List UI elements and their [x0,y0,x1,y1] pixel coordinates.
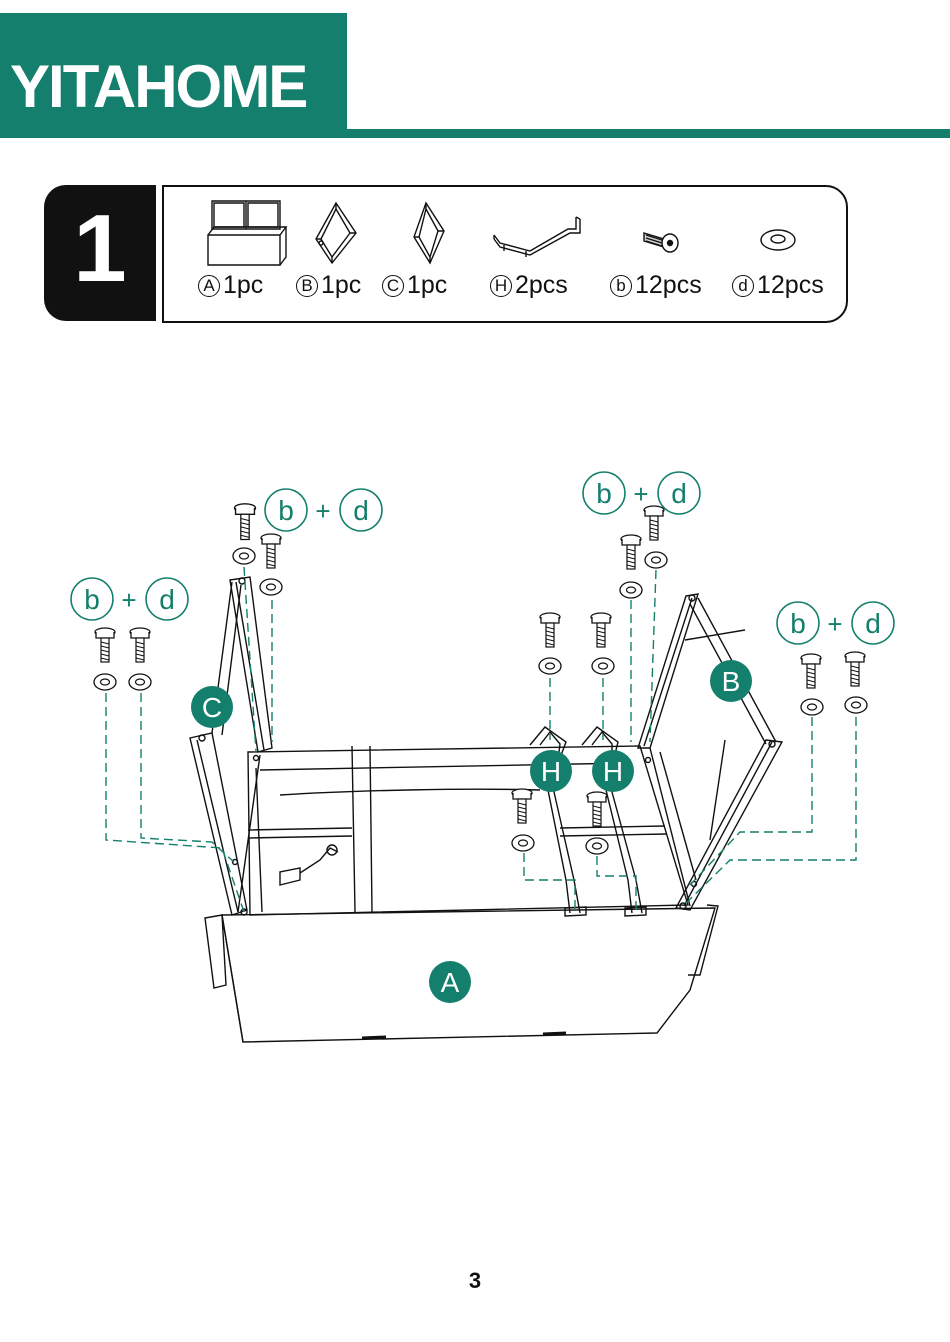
part-bolt-qty: 12pcs [635,271,702,299]
part-bolt-label: b 12pcs [610,273,702,298]
callout-washer-letter: d [159,584,175,615]
parts-list: A 1pc B 1pc C 1pc [162,185,848,323]
badge-h-2: H [603,756,623,787]
callout-bolt-letter: b [278,495,294,526]
header-rule [347,129,950,138]
callout-b-plus-d-1: b + d [264,488,383,532]
badge-c: C [202,692,222,723]
part-bolt-letter: b [610,274,632,297]
part-a-label: A 1pc [198,273,263,298]
part-bolt [638,199,686,269]
washer-icon [760,229,796,251]
side-frame-c-icon [413,201,445,265]
part-b-qty: 1pc [321,271,362,299]
side-frame-b-drawing [637,593,784,911]
step-badge: 1 [44,185,156,321]
part-badges: C B H H A [191,660,752,1003]
part-b [312,199,362,269]
callout-b-plus-d-4: b + d [776,601,895,645]
part-b-label: B 1pc [296,273,361,298]
callout-bolt-letter: b [84,584,100,615]
part-a [200,199,290,269]
part-a-letter: A [198,274,220,297]
brand-name: YITAHOME [10,53,308,120]
callout-washer-letter: d [353,495,369,526]
badge-h-1: H [541,756,561,787]
part-h-qty: 2pcs [515,271,568,299]
step-number: 1 [73,195,127,302]
part-washer-qty: 12pcs [757,271,824,299]
brand-banner: YITAHOME [0,13,347,138]
part-a-qty: 1pc [223,271,264,299]
callout-washer-letter: d [865,608,881,639]
part-c-letter: C [382,274,404,297]
part-c-qty: 1pc [407,271,448,299]
callout-plus: + [827,609,842,639]
part-washer-label: d 12pcs [732,273,824,298]
part-h-label: H 2pcs [490,273,568,298]
bolt-icon [643,232,679,253]
callout-plus: + [315,496,330,526]
leader-lines [105,566,857,913]
badge-b: B [722,666,741,697]
part-washer [758,199,798,269]
page-number: 3 [468,1268,482,1293]
callout-plus: + [633,479,648,509]
part-h [490,199,584,269]
callout-washer-letter: d [671,478,687,509]
callout-bolt-letter: b [790,608,806,639]
part-washer-letter: d [732,274,754,297]
callout-b-plus-d-2: b + d [70,577,189,621]
part-h-letter: H [490,274,512,297]
part-c [410,199,450,269]
part-c-label: C 1pc [382,273,447,298]
part-b-letter: B [296,274,318,297]
handle-bracket-icon [493,216,581,257]
storage-box-icon [207,200,288,266]
side-frame-b-icon [315,201,357,265]
badge-a: A [441,967,460,998]
callout-b-plus-d-3: b + d [582,471,701,515]
callout-plus: + [121,585,136,615]
callout-bolt-letter: b [596,478,612,509]
